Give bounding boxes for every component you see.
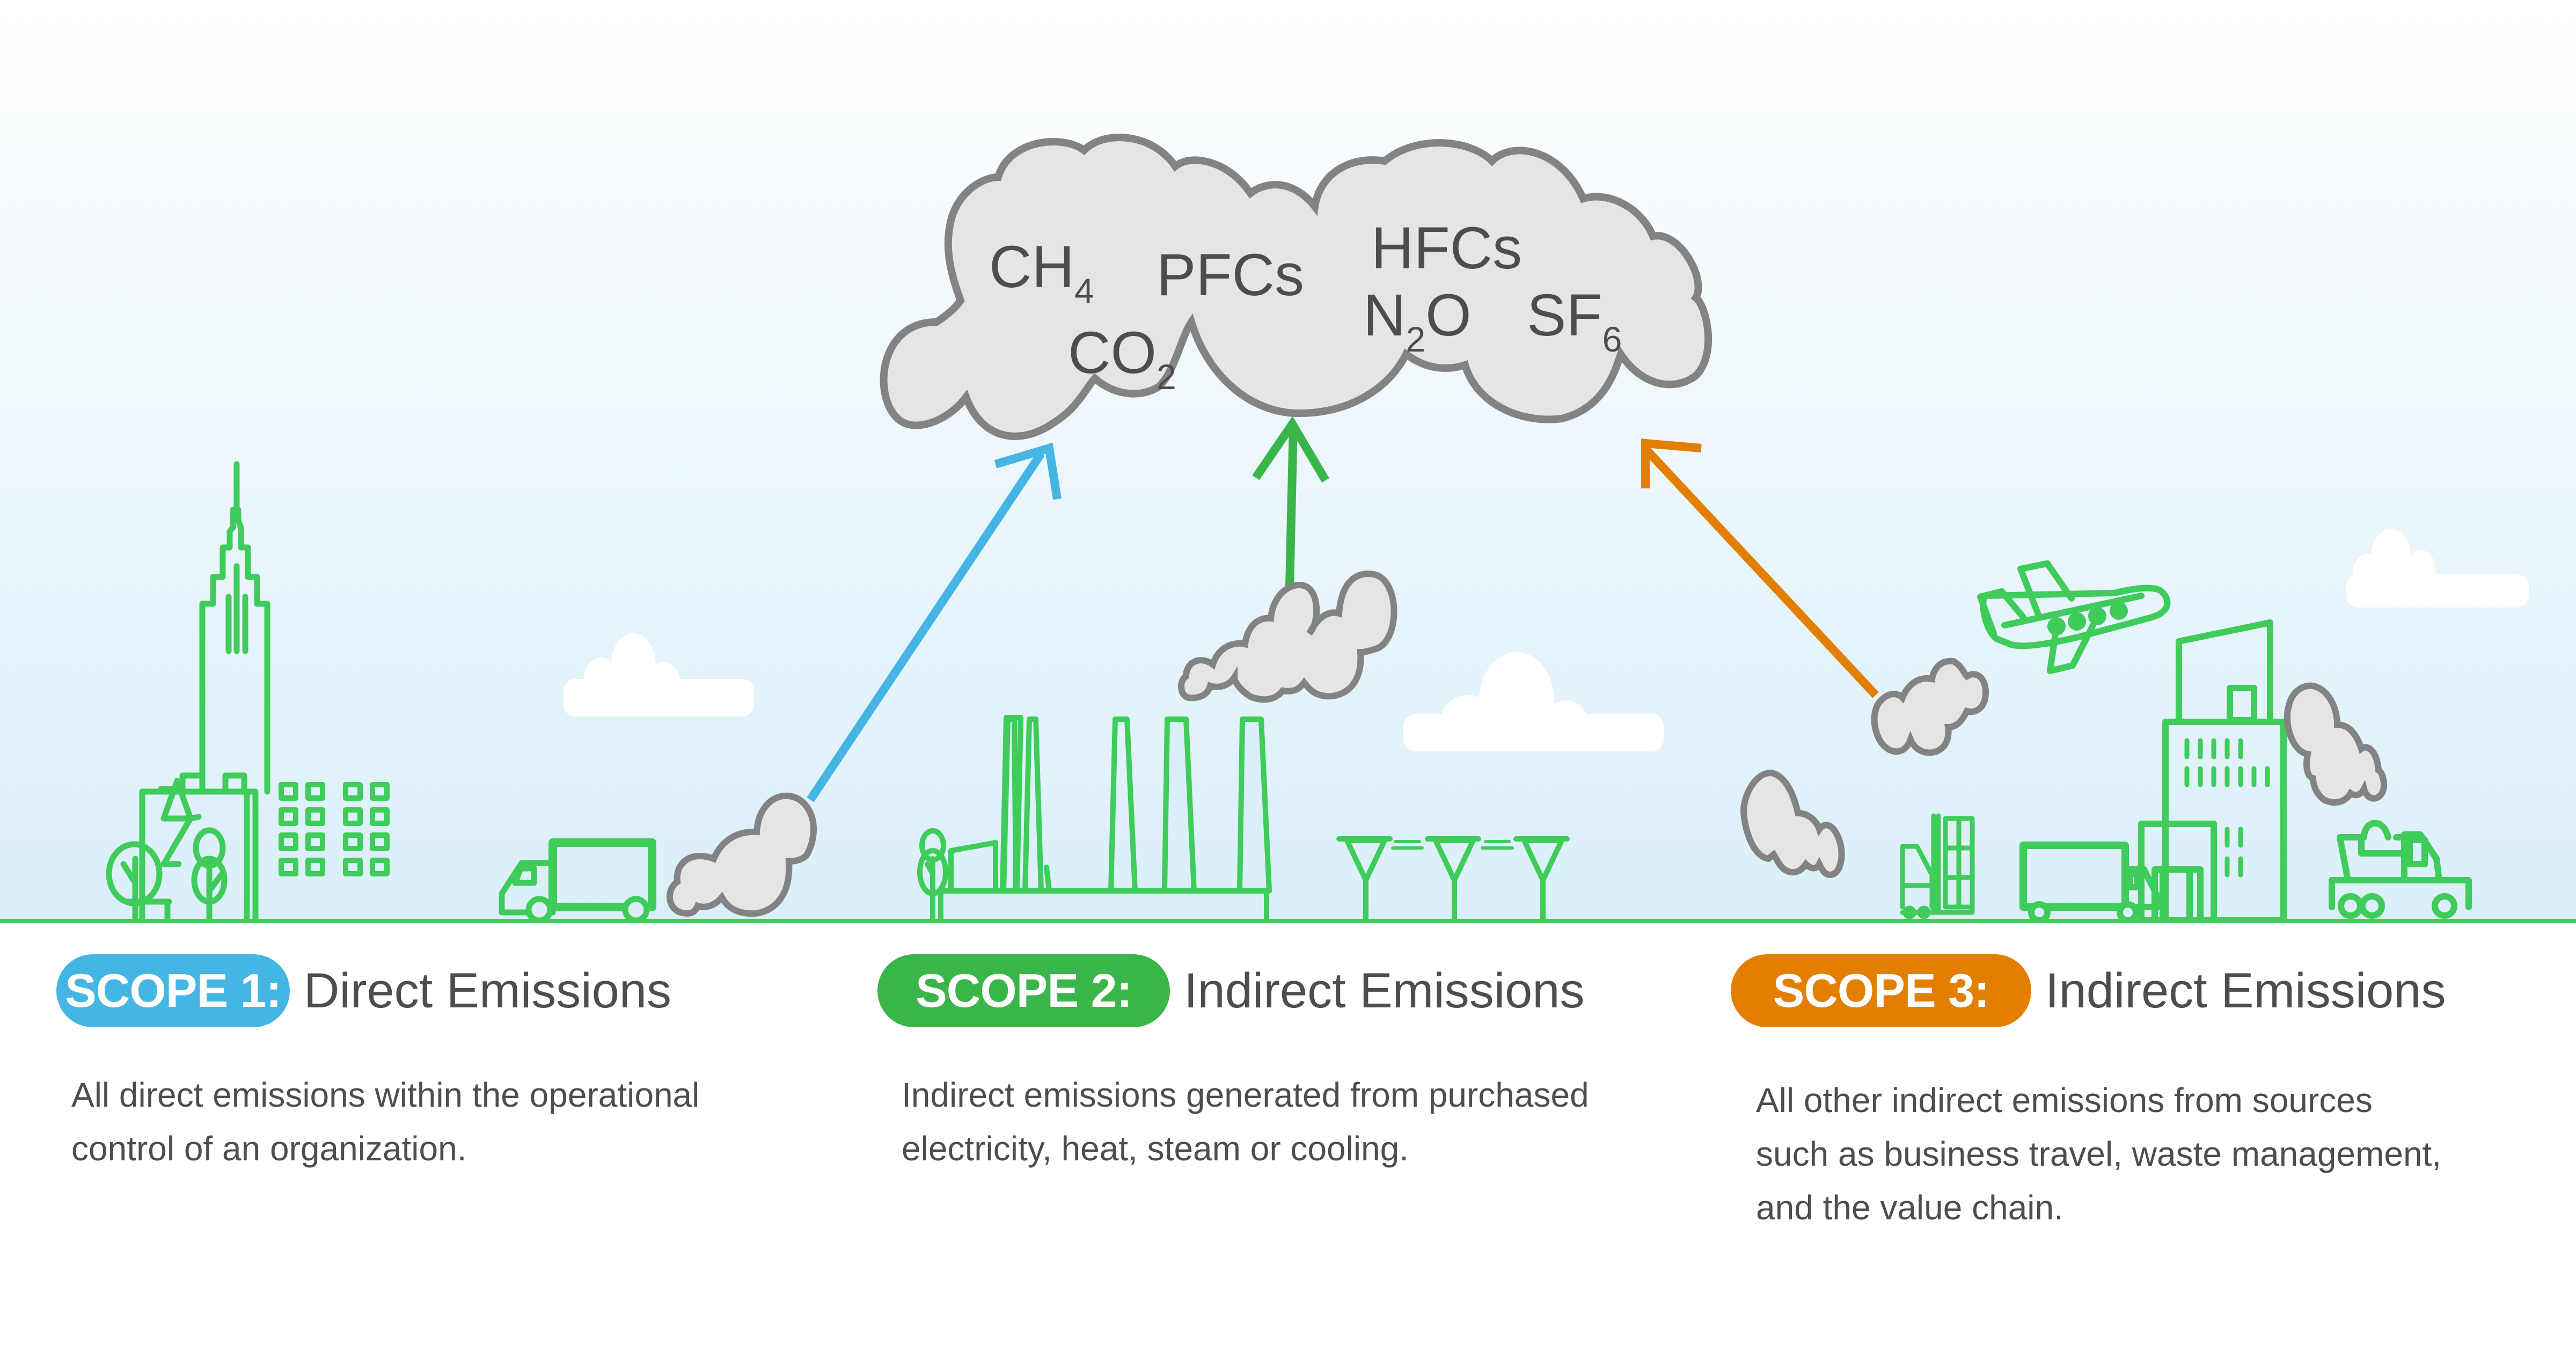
white-cloud-icon xyxy=(1403,652,1664,751)
gas-hfcs: HFCs xyxy=(1371,215,1522,281)
airplane-icon xyxy=(1977,560,2171,674)
scope2-header: SCOPE 2: Indirect Emissions xyxy=(877,954,1584,1027)
delivery-truck-icon xyxy=(499,838,656,923)
smoke-cloud-icon xyxy=(666,792,817,917)
tree-icon xyxy=(917,828,948,922)
ground-line xyxy=(0,919,2576,923)
scope2-title: Indirect Emissions xyxy=(1184,963,1585,1018)
scope2-description: Indirect emissions generated from purcha… xyxy=(902,1076,1589,1168)
factory-icon xyxy=(938,840,1269,922)
gas-ch4: CH4 xyxy=(989,234,1094,311)
gas-co2: CO2 xyxy=(1068,320,1176,397)
trees-icon xyxy=(106,778,228,922)
scope3-header: SCOPE 3: Indirect Emissions xyxy=(1731,954,2446,1027)
scope3-arrow xyxy=(1641,438,1879,698)
scope3-illustration xyxy=(1900,560,2472,923)
forklift-icon xyxy=(1900,813,1975,919)
scope2-badge: SCOPE 2: xyxy=(877,954,1170,1027)
scope1-title: Direct Emissions xyxy=(304,963,672,1018)
window-grid xyxy=(279,782,390,876)
scope3-title: Indirect Emissions xyxy=(2045,963,2446,1018)
gas-n2o: N2O xyxy=(1363,282,1472,359)
scope1-header: SCOPE 1: Direct Emissions xyxy=(56,954,671,1027)
garbage-truck-icon xyxy=(2329,820,2472,919)
greenhouse-gas-cloud: CH4 PFCs HFCs CO2 N2O SF6 xyxy=(880,134,1713,440)
scope3-badge: SCOPE 3: xyxy=(1731,954,2031,1027)
sky-clouds xyxy=(564,529,2529,751)
smokestacks-clean xyxy=(1162,716,1272,894)
sky-background xyxy=(0,0,2576,922)
smoke-cloud-icon xyxy=(1178,571,1397,703)
truck-icon xyxy=(2019,842,2161,923)
smoke-cloud-icon xyxy=(1740,769,1845,879)
scope1-arrow xyxy=(807,442,1062,802)
smoke-cloud-icon xyxy=(1871,657,1989,756)
scope1-badge: SCOPE 1: xyxy=(56,954,290,1027)
emissions-scene: CH4 PFCs HFCs CO2 N2O SF6 xyxy=(0,0,2576,923)
gas-sf6: SF6 xyxy=(1527,282,1622,359)
skyscraper-icon xyxy=(139,461,270,922)
power-lines-icon xyxy=(1336,836,1570,923)
office-windows xyxy=(2184,738,2270,878)
scope1-illustration xyxy=(106,461,656,923)
smoke-cloud-icon xyxy=(2284,682,2387,806)
scope2-illustration xyxy=(917,715,1570,923)
smokestacks-icon xyxy=(1000,715,1138,894)
scope3-description: All other indirect emissions from source… xyxy=(1756,1081,2442,1227)
white-cloud-icon xyxy=(2346,529,2529,608)
scope1-description: All direct emissions within the operatio… xyxy=(71,1076,700,1168)
gas-pfcs: PFCs xyxy=(1157,242,1304,308)
white-cloud-icon xyxy=(564,633,754,716)
